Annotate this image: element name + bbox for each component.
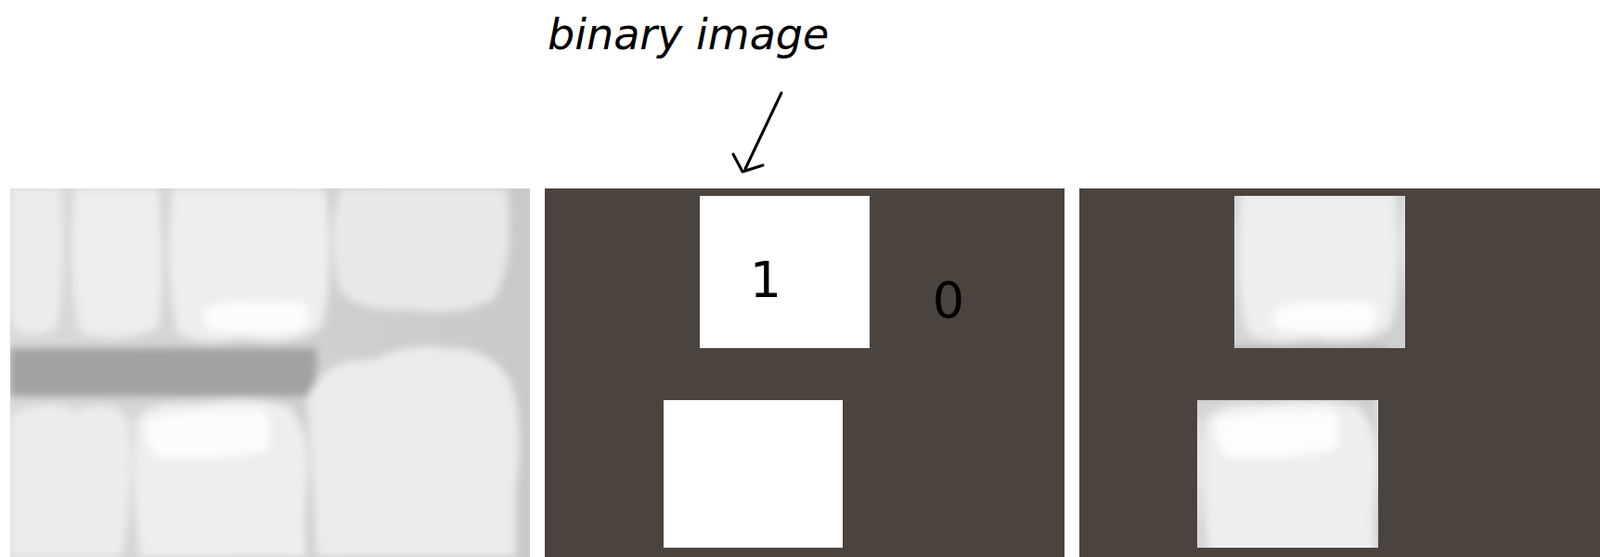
mask-region: 1	[699, 195, 870, 349]
masked-xray	[1079, 188, 1600, 557]
mask-region	[699, 195, 870, 349]
region-value: 1	[749, 255, 782, 306]
callout-label: binary image	[547, 12, 829, 56]
mask-region	[663, 400, 843, 548]
mask-panel: 01	[544, 188, 1065, 557]
dental-xray	[10, 188, 530, 557]
arrow-head	[733, 154, 763, 172]
mask-panel	[544, 188, 1065, 557]
leader-arrow	[745, 92, 782, 169]
region-value: 0	[932, 275, 965, 326]
